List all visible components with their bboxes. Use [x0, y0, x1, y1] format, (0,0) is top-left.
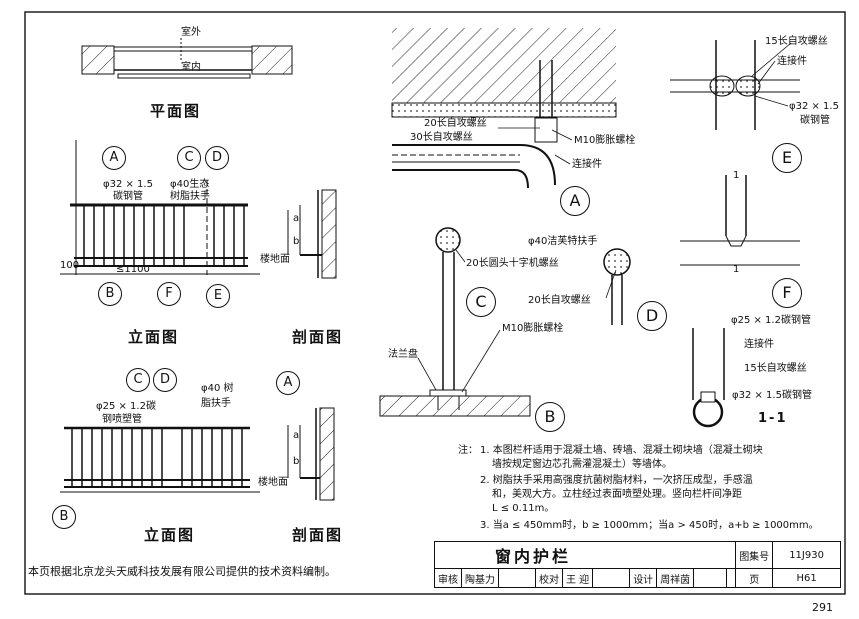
elev1-rail-label-1: φ32 × 1.5: [103, 179, 153, 190]
elev2-handrail-label-1: φ40 树: [201, 383, 234, 394]
notes-head: 注：: [458, 445, 478, 456]
detail-f-mark-top: 1: [733, 170, 740, 181]
check-label: 校对: [535, 568, 563, 588]
callout-b-elev1: B: [98, 282, 122, 306]
plan-view: [81, 38, 293, 79]
detail-c-mark: C: [466, 287, 496, 317]
detail-a-drawing: [391, 28, 617, 189]
callout-a-elev2: A: [276, 371, 300, 395]
note-3: 3. 当a ≤ 450mm时，b ≥ 1000mm；当a > 450时，a+b …: [480, 520, 819, 531]
detail-c-label-1: 20长圆头十字机螺丝: [466, 258, 559, 269]
elev2-handrail-label-2: 脂扶手: [201, 398, 231, 409]
section1-title: 剖面图: [292, 328, 344, 346]
detail-e-label-1: 15长自攻螺丝: [765, 36, 828, 47]
detail-e-drawing: [670, 40, 800, 130]
callout-a-elev1: A: [102, 146, 126, 170]
callout-c-elev1: C: [177, 146, 201, 170]
elev1-dim-1100: ≤1100: [116, 264, 150, 275]
callout-d-elev2: D: [153, 368, 177, 392]
section11-label-1: φ25 × 1.2碳钢管: [731, 315, 811, 326]
title-block-spacer: [726, 568, 737, 588]
callout-b-elev2: B: [52, 505, 76, 529]
elev2-rail-label-2: 钢喷塑管: [102, 414, 142, 425]
detail-e-label-3: φ32 × 1.5: [789, 101, 839, 112]
elev2-title: 立面图: [144, 526, 196, 544]
plan-inside-label: 室内: [181, 62, 201, 73]
designer-name: 周祥茵: [656, 568, 695, 588]
detail-e-label-4: 碳钢管: [800, 115, 830, 126]
callout-d-elev1: D: [205, 146, 229, 170]
detail-a-label-1: 20长自攻螺丝: [424, 118, 487, 129]
elev2-floor-label: 楼地面: [258, 477, 288, 488]
section11-title: 1-1: [758, 411, 788, 426]
detail-b-mark: B: [535, 402, 565, 432]
detail-a-label-2: 30长自攻螺丝: [410, 132, 473, 143]
page-label: 页: [735, 568, 774, 588]
sec1-dim-a: a: [293, 213, 300, 224]
detail-a-mark: A: [560, 186, 590, 216]
section11-label-3: 15长自攻螺丝: [744, 363, 807, 374]
sec1-dim-b: b: [293, 236, 300, 247]
section11-label-4: φ32 × 1.5碳钢管: [732, 390, 812, 401]
note-2b: 和，美观大方。立柱经过表面喷塑处理。竖向栏杆间净距: [492, 489, 742, 500]
detail-d-mark: D: [637, 301, 667, 331]
drawing-name: 窗内护栏: [433, 541, 737, 569]
plan-outside-label: 室外: [181, 27, 201, 38]
footer-note: 本页根据北京龙头天威科技发展有限公司提供的技术资料编制。: [28, 565, 336, 578]
checker-name: 王 迎: [561, 568, 594, 588]
checker-signature: [592, 568, 631, 588]
sec2-dim-b: b: [293, 456, 300, 467]
detail-f-mark-bottom: 1: [733, 264, 740, 275]
callout-e-elev1: E: [206, 284, 230, 308]
detail-c-label-2: M10膨胀螺栓: [502, 323, 564, 334]
title-block: 窗内护栏 图集号 11J930 审核 陶基力 校对 王 迎 设计 周祥茵 页 H…: [433, 541, 841, 588]
detail-c-label-3: 法兰盘: [388, 349, 418, 360]
detail-d-drawing: [603, 248, 631, 325]
section2-title: 剖面图: [292, 526, 344, 544]
designer-signature: [693, 568, 728, 588]
elev1-handrail-label-1: φ40生态: [170, 179, 210, 190]
detail-c-drawing: [379, 227, 531, 417]
elev1-dim-100: 100: [60, 260, 80, 271]
note-2a: 2. 树脂扶手采用高强度抗菌树脂材料，一次挤压成型，手感温: [480, 475, 753, 486]
detail-e-label-2: 连接件: [777, 56, 807, 67]
detail-a-label-3: M10膨胀螺栓: [574, 135, 636, 146]
elevation-2: [60, 426, 260, 493]
note-1a: 1. 本图栏杆适用于混凝土墙、砖墙、混凝土砌块墙（混凝土砌块: [480, 445, 763, 456]
section-1-1-drawing: [692, 328, 725, 428]
elev1-handrail-label-2: 树脂扶手: [170, 191, 210, 202]
reviewer-name: 陶基力: [461, 568, 499, 588]
detail-d-label-2: 20长自攻螺丝: [528, 295, 591, 306]
detail-d-label-1: φ40洁芙特扶手: [528, 236, 598, 247]
callout-c-elev2: C: [126, 368, 150, 392]
elev2-rail-label-1: φ25 × 1.2碳: [96, 401, 156, 412]
detail-a-label-4: 连接件: [572, 159, 602, 170]
section-1: [287, 189, 337, 279]
page-number: 291: [812, 601, 833, 614]
elevation-1: [60, 140, 260, 275]
callout-f-elev1: F: [157, 282, 181, 306]
plan-title: 平面图: [150, 102, 202, 120]
elev1-title: 立面图: [128, 328, 180, 346]
elev1-rail-label-2: 碳钢管: [113, 191, 143, 202]
section-2: [287, 407, 335, 501]
detail-e-mark: E: [772, 143, 802, 173]
sec2-dim-a: a: [293, 430, 300, 441]
section11-label-2: 连接件: [744, 339, 774, 350]
detail-f-drawing: [680, 175, 800, 266]
detail-f-mark: F: [772, 278, 802, 308]
note-2c: L ≤ 0.11m。: [492, 503, 555, 514]
review-label: 审核: [434, 568, 462, 588]
atlas-label: 图集号: [735, 541, 774, 569]
reviewer-signature: [498, 568, 536, 588]
page-code: H61: [772, 568, 841, 588]
atlas-number: 11J930: [772, 541, 841, 569]
note-1b: 墙按规定窗边芯孔需灌混凝土）等墙体。: [492, 459, 672, 470]
design-label: 设计: [629, 568, 658, 588]
elev1-floor-label: 楼地面: [260, 254, 290, 265]
